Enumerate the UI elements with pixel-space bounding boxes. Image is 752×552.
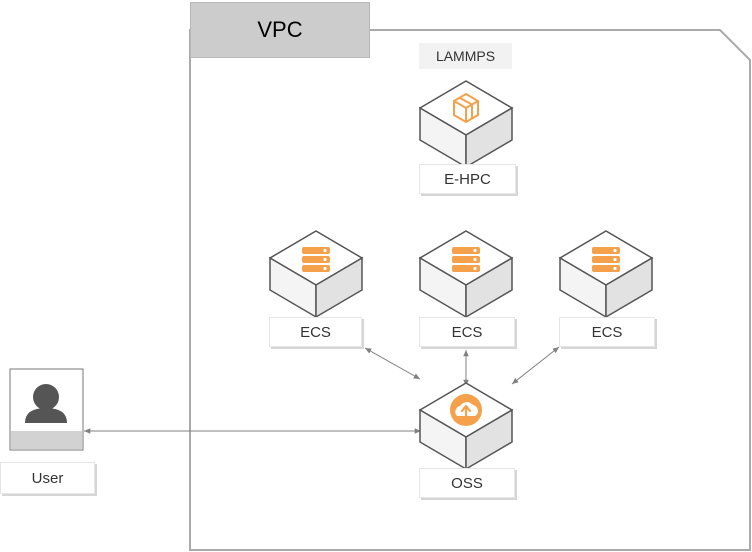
server-icon <box>592 247 620 272</box>
ecs-label-1: ECS <box>269 317 362 347</box>
ecs-node-3[interactable] <box>559 230 653 318</box>
ecs-label-2: ECS <box>419 317 515 347</box>
group-label: LAMMPS <box>419 43 512 69</box>
ehpc-node[interactable] <box>419 80 513 168</box>
connector-ecs1-oss <box>364 347 421 380</box>
ehpc-label: E-HPC <box>419 164 516 194</box>
vpc-title: VPC <box>190 2 370 58</box>
connector-ecs3-oss <box>511 346 560 385</box>
user-icon <box>25 384 67 423</box>
server-icon <box>452 247 480 272</box>
user-node[interactable] <box>9 368 84 451</box>
ecs-node-1[interactable] <box>269 230 363 318</box>
oss-cloud-icon <box>450 394 482 426</box>
ehpc-cube-icon <box>453 92 479 124</box>
ecs-label-3: ECS <box>559 317 655 347</box>
oss-label: OSS <box>419 468 515 498</box>
ecs-node-2[interactable] <box>419 230 513 318</box>
server-icon <box>302 247 330 272</box>
vpc-container <box>189 29 751 551</box>
user-label: User <box>0 462 95 494</box>
oss-node[interactable] <box>419 382 513 470</box>
